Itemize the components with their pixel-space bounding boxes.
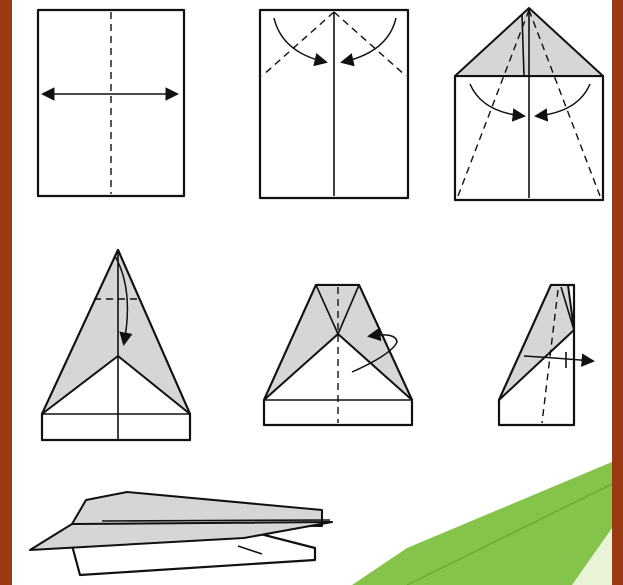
fold-edge bbox=[102, 520, 330, 521]
step-4-fold-tip-down bbox=[42, 250, 190, 440]
step-2-fold-top-corners bbox=[260, 10, 408, 198]
step-3-fold-edges-to-center bbox=[455, 8, 603, 200]
paper-airplane-diagram bbox=[12, 0, 612, 585]
step-7-finished-airplane bbox=[30, 492, 332, 575]
green-paper-plane-decoration bbox=[352, 462, 612, 585]
step-6-fold-wing-down bbox=[499, 285, 592, 425]
step-5-fold-in-half-behind bbox=[264, 285, 412, 425]
green-wing bbox=[352, 462, 612, 585]
instruction-sheet bbox=[12, 0, 612, 585]
step-1-fold-in-half bbox=[38, 10, 184, 196]
